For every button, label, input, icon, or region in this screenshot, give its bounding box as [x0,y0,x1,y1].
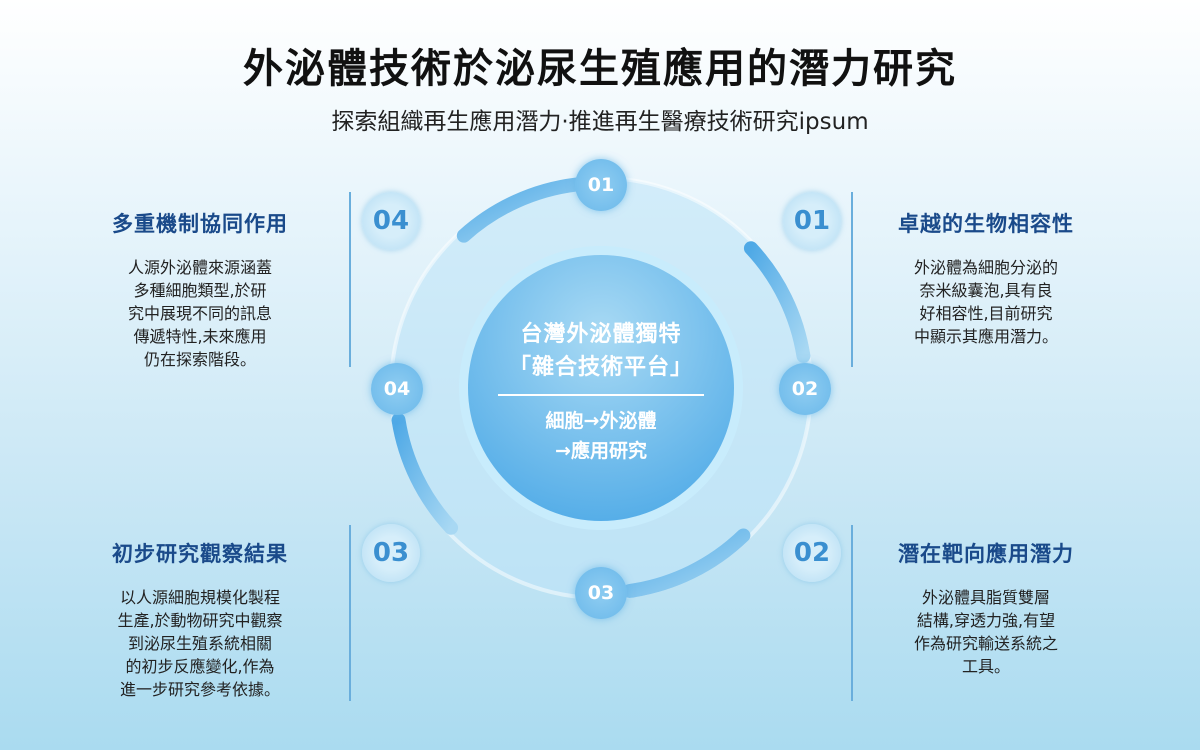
panel-number-badge: 01 [783,192,841,250]
divider-line [851,192,853,367]
panel-title: 多重機制協同作用 [112,212,288,236]
center-title-line2: 「雜合技術平台」 [508,355,693,380]
center-title-line1: 台灣外泌體獨特 [520,322,682,347]
center-circle [468,255,734,521]
panel-title: 卓越的生物相容性 [898,212,1074,236]
panel-number-badge: 02 [783,524,841,582]
ring-node-03: 03 [575,567,627,619]
page-title: 外泌體技術於泌尿生殖應用的潛力研究 [243,46,957,92]
panel-text: 人源外泌體來源涵蓋多種細胞類型,於研究中展現不同的訊息傳遞特性,未來應用仍在探索… [127,258,272,369]
panel-title: 初步研究觀察結果 [112,542,288,566]
panel-01: 卓越的生物相容性 外泌體為細胞分泌的奈米級囊泡,具有良好相容性,目前研究中顯示其… [856,208,1116,348]
divider-line [349,192,351,367]
page-subtitle: 探索組織再生應用潛力·推進再生醫療技術研究ipsum [331,109,869,135]
ring-arc-segment [622,528,751,599]
panel-03: 初步研究觀察結果 以人源細胞規模化製程生產,於動物研究中觀察到泌尿生殖系統相關的… [70,538,330,701]
panel-title: 潛在靶向應用潛力 [898,542,1074,566]
divider-line [349,525,351,701]
panel-number-badge: 03 [362,524,420,582]
panel-text: 外泌體為細胞分泌的奈米級囊泡,具有良好相容性,目前研究中顯示其應用潛力。 [913,258,1058,346]
panel-number-badge: 04 [362,192,420,250]
ring-arc-segment [391,413,459,535]
panel-text: 以人源細胞規模化製程生產,於動物研究中觀察到泌尿生殖系統相關的初步反應變化,作為… [117,588,283,699]
center-flow-line1: 細胞→外泌體 [545,410,657,432]
panel-04: 多重機制協同作用 人源外泌體來源涵蓋多種細胞類型,於研究中展現不同的訊息傳遞特性… [70,208,330,371]
divider-line [851,525,853,701]
center-divider [498,394,704,396]
ring-arc-segment [456,177,584,243]
ring-arc-segment [743,241,811,363]
panel-02: 潛在靶向應用潛力 外泌體具脂質雙層結構,穿透力強,有望作為研究輸送系統之工具。 [856,538,1116,678]
center-flow-line2: →應用研究 [555,440,647,462]
ring-node-02: 02 [779,363,831,415]
ring-node-01: 01 [575,159,627,211]
ring-node-04: 04 [371,363,423,415]
panel-text: 外泌體具脂質雙層結構,穿透力強,有望作為研究輸送系統之工具。 [913,588,1058,676]
center-hub: 台灣外泌體獨特「雜合技術平台」 細胞→外泌體 →應用研究 [469,256,733,520]
